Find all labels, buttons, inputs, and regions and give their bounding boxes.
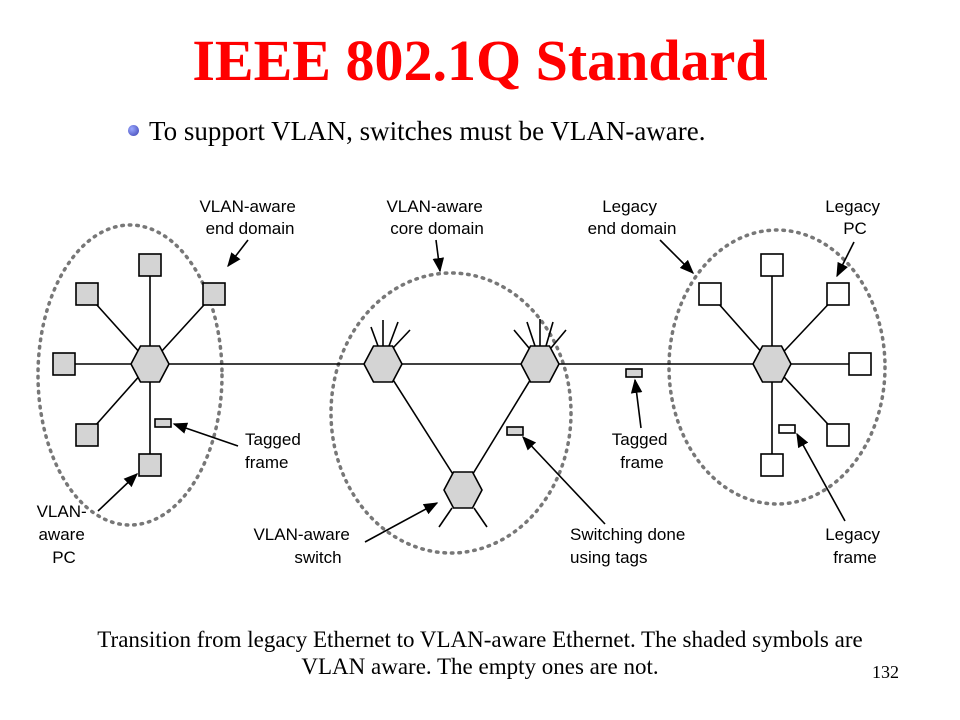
tagged-frame-icon-right <box>625 368 643 378</box>
vlan-aware-switch-core-right <box>520 345 560 383</box>
label-tagged-frame-left: Tagged frame <box>245 430 306 472</box>
bullet-icon <box>128 125 139 137</box>
arrow-vlan-aware-core-domain <box>432 239 445 273</box>
vlan-aware-switch-left <box>130 345 170 383</box>
vlan-aware-pc-lower-left <box>75 423 99 447</box>
vlan-aware-pc-left <box>52 352 76 376</box>
arrow-tagged-frame-right <box>630 378 643 429</box>
tagged-frame-icon-core <box>506 426 524 436</box>
label-tagged-frame-right: Tagged frame <box>612 430 673 472</box>
legacy-pc-right <box>848 352 872 376</box>
arrow-vlan-aware-pc <box>97 473 139 512</box>
label-legacy-end-domain: Legacy end domain <box>588 197 677 238</box>
caption-line-1: Transition from legacy Ethernet to VLAN-… <box>97 627 863 652</box>
caption-line-2: VLAN aware. The empty ones are not. <box>301 654 659 679</box>
arrow-vlan-aware-end-domain <box>227 239 249 268</box>
label-legacy-pc: Legacy PC <box>825 197 885 238</box>
label-legacy-frame: Legacy frame <box>825 525 885 567</box>
legacy-switch <box>752 345 792 383</box>
page-number: 132 <box>872 662 899 682</box>
vlan-aware-pc-top <box>138 253 162 277</box>
slide-title: IEEE 802.1Q Standard <box>192 28 768 93</box>
legacy-pc-upper-left <box>698 282 722 306</box>
arrow-tagged-frame-left <box>172 422 239 447</box>
vlan-aware-pc-upper-right <box>202 282 226 306</box>
arrow-legacy-end-domain <box>659 239 695 275</box>
link-core-right-to-core-bottom <box>462 363 541 491</box>
bullet-text: To support VLAN, switches must be VLAN-a… <box>149 116 706 146</box>
label-vlan-aware-pc: VLAN- aware PC <box>37 502 92 567</box>
vlan-aware-end-domain-boundary <box>36 223 224 527</box>
arrow-vlan-aware-switch <box>364 502 439 543</box>
legacy-pc-lower-right <box>826 423 850 447</box>
arrow-switching-done <box>522 435 606 525</box>
core-switch-stubs <box>370 319 567 528</box>
tagged-frame-icon-left <box>154 418 172 428</box>
bullet-point: To support VLAN, switches must be VLAN-a… <box>128 114 706 148</box>
legacy-pc-bottom <box>760 453 784 477</box>
vlan-aware-pc-upper-left <box>75 282 99 306</box>
vlan-aware-core-domain-boundary <box>329 271 573 555</box>
link-core-left-to-core-bottom <box>382 363 464 491</box>
legacy-frame-icon <box>778 424 796 434</box>
label-vlan-aware-switch: VLAN-aware switch <box>253 525 354 567</box>
legacy-pc-upper-right <box>826 282 850 306</box>
label-vlan-aware-core-domain: VLAN-aware core domain <box>386 197 487 238</box>
arrow-legacy-pc <box>836 241 855 278</box>
label-switching-done: Switching done using tags <box>570 525 690 567</box>
label-vlan-aware-end-domain: VLAN-aware end domain <box>199 197 300 238</box>
vlan-aware-switch-core-bottom <box>443 471 483 509</box>
legacy-pc-top <box>760 253 784 277</box>
arrow-legacy-frame <box>796 432 846 522</box>
slide-caption: Transition from legacy Ethernet to VLAN-… <box>20 626 940 680</box>
vlan-aware-pc-bottom <box>138 453 162 477</box>
legacy-end-domain-boundary <box>667 228 887 506</box>
vlan-aware-switch-core-left <box>363 345 403 383</box>
